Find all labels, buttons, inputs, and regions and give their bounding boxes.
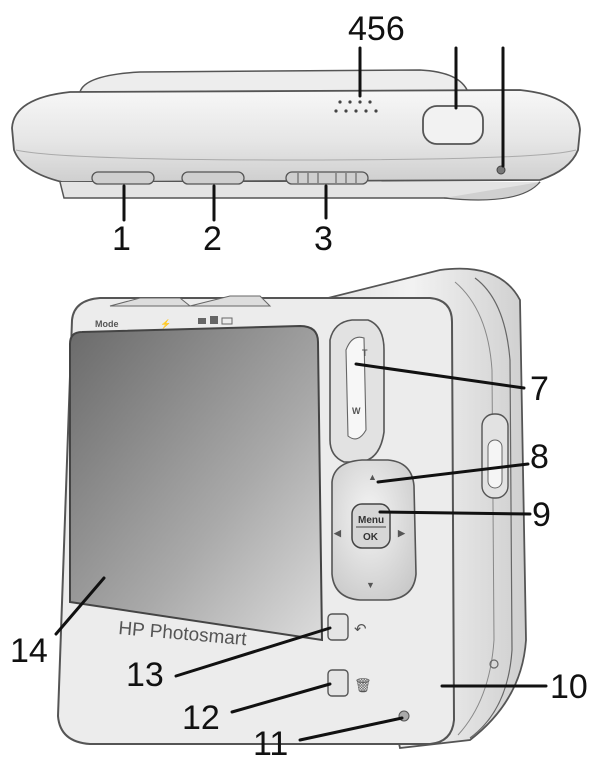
tele-icon: T bbox=[362, 348, 368, 358]
ok-label: OK bbox=[363, 532, 379, 543]
wide-icon: W bbox=[352, 406, 361, 416]
callout-10: 10 bbox=[550, 668, 588, 706]
up-arrow-icon: ▲ bbox=[368, 472, 377, 482]
top-body bbox=[11, 89, 581, 183]
button-1 bbox=[91, 171, 155, 185]
left-arrow-icon: ◀ bbox=[333, 528, 342, 538]
tripod-dot bbox=[489, 659, 499, 669]
callout-12: 12 bbox=[182, 699, 220, 737]
flash-icon: ⚡ bbox=[160, 318, 171, 330]
back-arrow-icon: ↶ bbox=[354, 620, 367, 638]
callout-9: 9 bbox=[532, 496, 551, 534]
callout-456: 456 bbox=[348, 10, 405, 48]
right-arrow-icon: ▶ bbox=[397, 528, 406, 538]
callout-2: 2 bbox=[203, 220, 222, 258]
speaker-grille bbox=[334, 100, 378, 113]
menu-label: Menu bbox=[358, 515, 384, 526]
menu-ok-button bbox=[351, 503, 391, 549]
camera-top-view bbox=[11, 46, 581, 222]
back-leader-lines bbox=[54, 362, 548, 742]
lcd-screen bbox=[69, 324, 324, 642]
button-3 bbox=[285, 171, 369, 185]
mode-label: Mode bbox=[95, 319, 119, 329]
delete-button bbox=[327, 669, 349, 697]
callout-1: 1 bbox=[112, 220, 131, 258]
button-3-ridges bbox=[297, 173, 357, 183]
callout-7: 7 bbox=[530, 370, 549, 408]
callout-8: 8 bbox=[530, 438, 549, 476]
mode-icons bbox=[198, 316, 233, 325]
callout-11: 11 bbox=[253, 725, 289, 763]
power-led bbox=[496, 165, 506, 175]
button-2 bbox=[181, 171, 245, 185]
trash-icon: 🗑 bbox=[354, 678, 372, 694]
shutter-button bbox=[422, 105, 484, 145]
camera-back-view: ⭍ Mode ⚡ HP Photosmart W T ▲ ◀ ▶ ▼ Menu … bbox=[54, 267, 548, 749]
back-button bbox=[327, 613, 349, 641]
callout-14: 14 bbox=[10, 632, 48, 670]
callout-13: 13 bbox=[126, 656, 164, 694]
callout-3: 3 bbox=[314, 220, 333, 258]
down-arrow-icon: ▼ bbox=[366, 580, 375, 590]
top-ridge bbox=[78, 69, 470, 93]
top-leader-lines bbox=[122, 46, 505, 222]
